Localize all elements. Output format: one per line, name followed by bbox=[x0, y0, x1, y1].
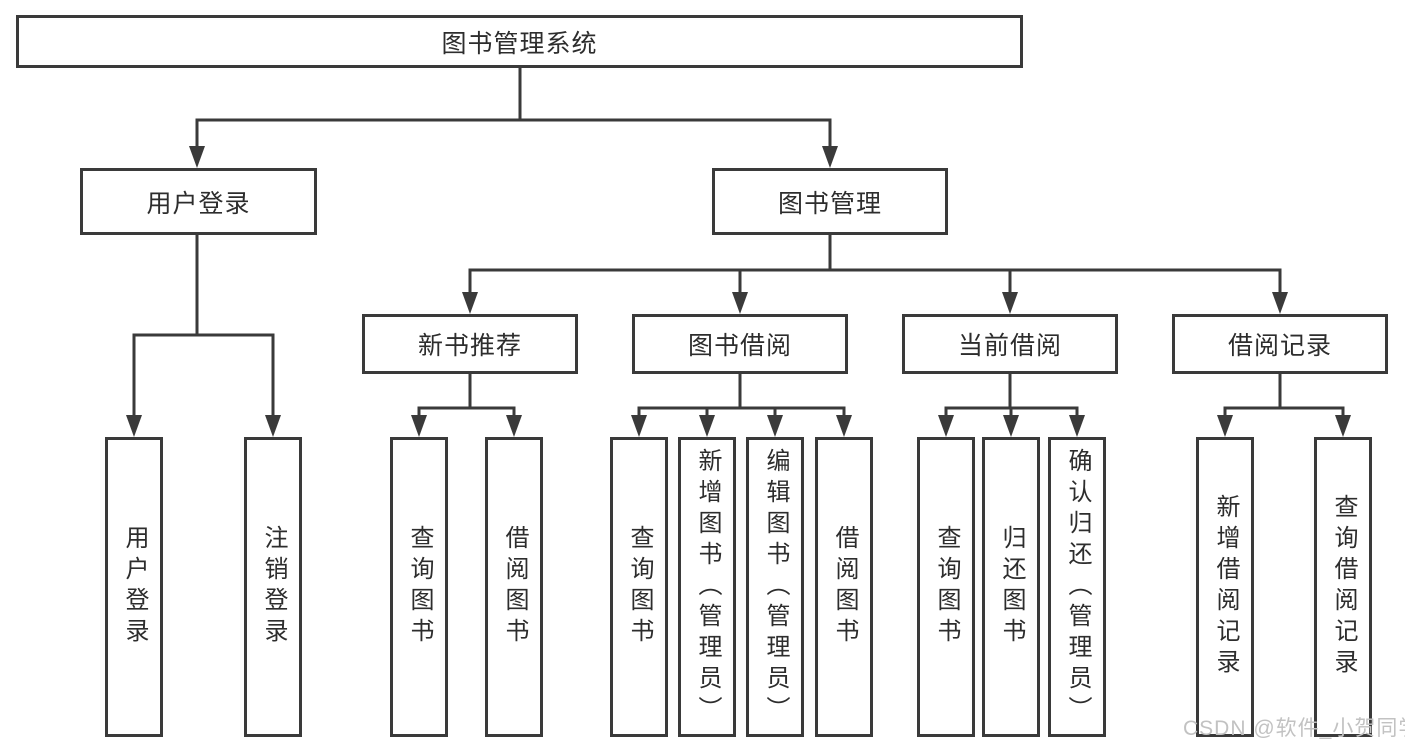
leaf-label: 查询图书 bbox=[626, 525, 653, 649]
node-label: 用户登录 bbox=[146, 189, 251, 218]
leaf-return-books: 归还图书 bbox=[982, 437, 1040, 737]
node-label: 图书管理 bbox=[777, 189, 882, 218]
leaf-label: 借阅图书 bbox=[501, 525, 528, 649]
node-borrow-records: 借阅记录 bbox=[1172, 314, 1388, 374]
arrowheads bbox=[126, 146, 1351, 437]
node-label: 图书管理系统 bbox=[441, 29, 598, 58]
leaf-confirm-return-admin: 确认归还（管理员） bbox=[1048, 437, 1106, 737]
node-user-login: 用户登录 bbox=[80, 168, 317, 235]
leaf-label: 新增借阅记录 bbox=[1212, 494, 1239, 680]
leaf-borrow-books-recommend: 借阅图书 bbox=[485, 437, 543, 737]
leaf-query-books-recommend: 查询图书 bbox=[390, 437, 448, 737]
leaf-add-book-admin: 新增图书（管理员） bbox=[678, 437, 736, 737]
leaf-query-books-current: 查询图书 bbox=[917, 437, 975, 737]
leaf-label: 查询图书 bbox=[406, 525, 433, 649]
node-current-borrow: 当前借阅 bbox=[902, 314, 1118, 374]
leaf-query-books-borrow: 查询图书 bbox=[610, 437, 668, 737]
leaf-label: 确认归还（管理员） bbox=[1064, 447, 1091, 727]
leaf-logout: 注销登录 bbox=[244, 437, 302, 737]
node-label: 图书借阅 bbox=[687, 332, 792, 360]
leaf-user-login: 用户登录 bbox=[105, 437, 163, 737]
leaf-label: 查询借阅记录 bbox=[1330, 494, 1357, 680]
leaf-label: 新增图书（管理员） bbox=[694, 447, 721, 727]
leaf-label: 用户登录 bbox=[121, 525, 148, 649]
leaf-query-borrow-record: 查询借阅记录 bbox=[1314, 437, 1372, 737]
node-library-management-system: 图书管理系统 bbox=[16, 15, 1023, 68]
node-new-book-recommend: 新书推荐 bbox=[362, 314, 578, 374]
leaf-label: 借阅图书 bbox=[831, 525, 858, 649]
csdn-watermark: CSDN @软件_小贺同学 bbox=[1183, 717, 1405, 740]
node-book-management: 图书管理 bbox=[712, 168, 948, 235]
node-label: 当前借阅 bbox=[957, 332, 1062, 360]
leaf-label: 归还图书 bbox=[998, 525, 1025, 649]
leaf-borrow-books: 借阅图书 bbox=[815, 437, 873, 737]
node-book-borrow: 图书借阅 bbox=[632, 314, 848, 374]
node-label: 借阅记录 bbox=[1227, 332, 1332, 360]
leaf-label: 编辑图书（管理员） bbox=[762, 447, 789, 727]
leaf-edit-book-admin: 编辑图书（管理员） bbox=[746, 437, 804, 737]
leaf-label: 查询图书 bbox=[933, 525, 960, 649]
leaf-add-borrow-record: 新增借阅记录 bbox=[1196, 437, 1254, 737]
leaf-label: 注销登录 bbox=[260, 525, 287, 649]
node-label: 新书推荐 bbox=[417, 332, 522, 360]
